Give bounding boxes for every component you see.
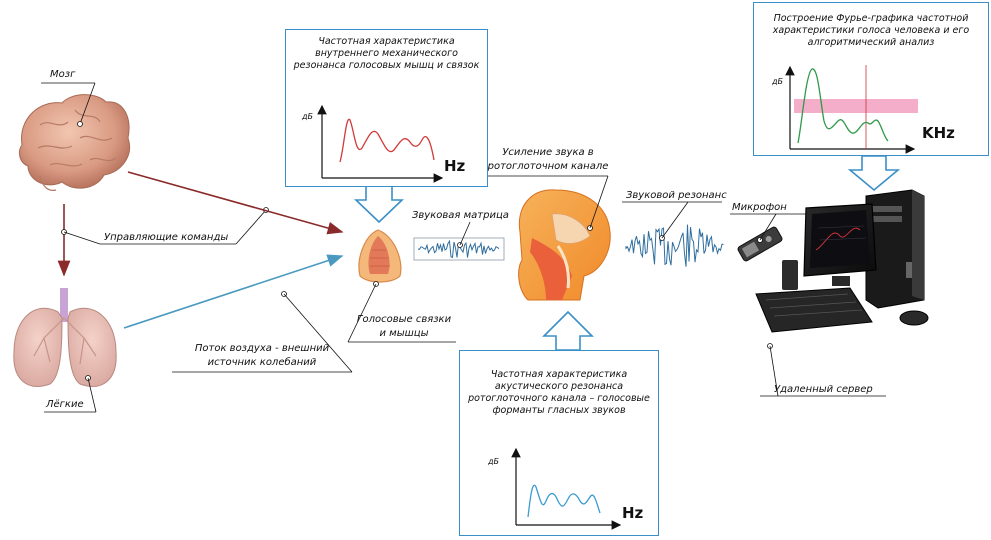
fourier-curve: [797, 68, 889, 144]
sound-matrix-waveform: [413, 237, 505, 261]
airflow-label-1: Поток воздуха - внешний: [194, 343, 330, 354]
acoustic-resonance-graph: [511, 447, 622, 530]
brain-label: Мозг: [50, 69, 76, 80]
microphone-label: Микрофон: [732, 202, 787, 213]
mechanical-ylabel: дБ: [302, 112, 314, 121]
lungs-label: Лёгкие: [46, 399, 84, 410]
lungs-illustration: [13, 288, 117, 387]
acoustic-box-title-2: акустического резонанса: [494, 381, 624, 392]
acoustic-box-title-1: Частотная характеристика: [490, 369, 628, 380]
sound-resonance-label: Звуковой резонанс: [626, 190, 727, 201]
microphone-illustration: [737, 226, 783, 262]
mechanical-xlabel: Hz: [444, 157, 466, 175]
head-cross-section-illustration: [518, 189, 611, 301]
fourier-xlabel: KHz: [922, 124, 955, 142]
mechanical-resonance-box: Частотная характеристика внутреннего мех…: [285, 29, 488, 187]
fourier-graph: [785, 65, 918, 154]
acoustic-box-title-3: ротоглоточного канала – голосовые: [468, 393, 650, 404]
fourier-box-title-1: Построение Фурье-графика частотной: [773, 13, 969, 24]
acoustic-xlabel: Hz: [622, 504, 644, 522]
airflow-label-2: источник колебаний: [207, 357, 317, 368]
control-commands-label: Управляющие команды: [104, 232, 229, 243]
vocal-cords-label-2: и мышцы: [379, 328, 429, 339]
acoustic-box-title-4: форманты гласных звуков: [492, 405, 626, 416]
fourier-ylabel: дБ: [772, 77, 784, 86]
remote-server-label: Удаленный сервер: [774, 384, 873, 395]
acoustic-resonance-box: Частотная характеристика акустического р…: [459, 350, 659, 536]
computer-illustration: [755, 189, 929, 333]
sound-matrix-label: Звуковая матрица: [412, 210, 509, 221]
fourier-analysis-box: Построение Фурье-графика частотной харак…: [753, 2, 989, 156]
acoustic-ylabel: дБ: [488, 457, 500, 466]
amplification-label-2: ротоглоточном канале: [487, 161, 609, 172]
brain-illustration: [19, 94, 130, 191]
amplification-label-1: Усиление звука в: [502, 147, 594, 158]
arrow-up-to-head: [542, 310, 594, 351]
mechanical-box-title-2: внутреннего механического: [315, 48, 458, 59]
vocal-cords-label-1: Голосовые связки: [356, 314, 452, 325]
fourier-band: [794, 99, 918, 113]
mechanical-box-title-1: Частотная характеристика: [318, 36, 455, 47]
acoustic-curve: [527, 484, 601, 518]
mechanical-box-title-3: резонанса голосовых мышц и связок: [293, 60, 480, 71]
arrow-down-to-computer: [847, 155, 901, 192]
arrow-down-to-vocal-cords: [354, 185, 404, 224]
mechanical-curve: [339, 118, 435, 163]
mechanical-resonance-graph: [317, 104, 444, 183]
fourier-box-title-2: характеристики голоса человека и его: [772, 25, 970, 36]
sound-resonance-waveform: [625, 224, 724, 267]
fourier-box-title-3: алгоритмический анализ: [807, 37, 935, 48]
vocal-cords-illustration: [358, 229, 402, 283]
